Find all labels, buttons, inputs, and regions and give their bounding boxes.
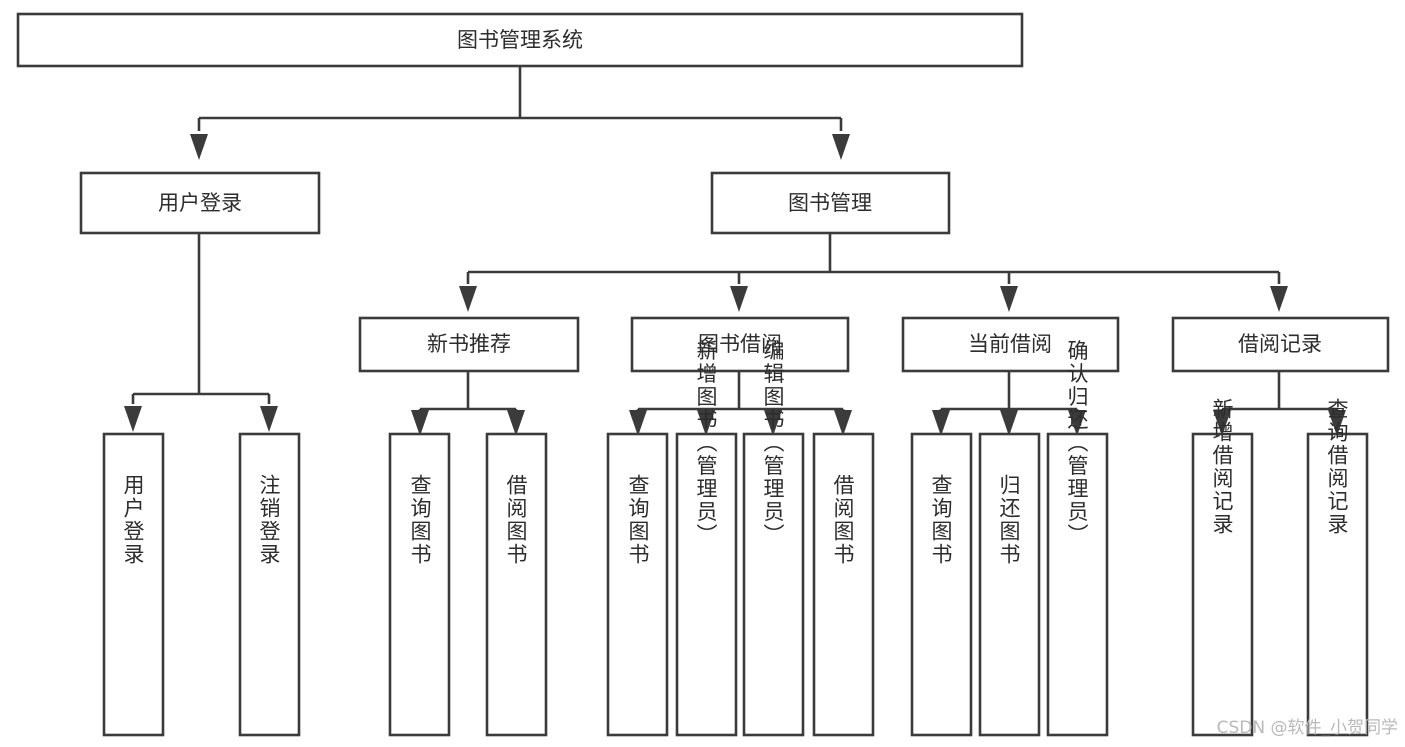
node-current-borrow[interactable]: 当前借阅 bbox=[901, 316, 1120, 373]
node-label-leaf-return-book: 归还图书 bbox=[997, 474, 1021, 566]
arrow-to-current-borrow bbox=[1000, 286, 1018, 312]
node-label-book-borrow: 图书借阅 bbox=[698, 332, 782, 356]
node-label-new-book-rec: 新书推荐 bbox=[427, 332, 511, 356]
node-label-user-login: 用户登录 bbox=[158, 191, 242, 215]
node-leaf-query-book-2[interactable]: 查询图书 bbox=[606, 432, 669, 737]
node-user-login[interactable]: 用户登录 bbox=[79, 171, 321, 235]
connector-new-book-rec-to-leaves bbox=[411, 371, 525, 436]
node-leaf-return-book[interactable]: 归还图书 bbox=[978, 432, 1041, 737]
node-leaf-edit-book[interactable]: 编辑图书（管理员） bbox=[742, 340, 805, 737]
node-label-root: 图书管理系统 bbox=[457, 28, 583, 52]
connector-root-to-level2 bbox=[190, 66, 850, 160]
connector-book-manage-to-level3 bbox=[459, 233, 1288, 312]
arrow-to-borrow-record bbox=[1270, 286, 1288, 312]
node-label-leaf-borrow-book-2: 借阅图书 bbox=[831, 474, 855, 566]
node-borrow-record[interactable]: 借阅记录 bbox=[1171, 316, 1390, 373]
node-leaf-query-book-3[interactable]: 查询图书 bbox=[910, 432, 973, 737]
node-label-leaf-logout-login: 注销登录 bbox=[257, 474, 281, 566]
node-label-borrow-record: 借阅记录 bbox=[1238, 332, 1322, 356]
node-label-leaf-confirm-return: 确认归还（管理员） bbox=[1065, 340, 1089, 547]
node-leaf-borrow-book-1[interactable]: 借阅图书 bbox=[485, 432, 548, 737]
node-label-leaf-query-book-2: 查询图书 bbox=[626, 474, 650, 566]
watermark-label: CSDN @软件_小贺同学 bbox=[1217, 718, 1398, 738]
connector-user-login-to-leaves bbox=[124, 233, 278, 432]
connector-borrow-record-to-leaves bbox=[1213, 371, 1346, 436]
arrow-to-leaf-user-login bbox=[124, 406, 142, 432]
node-root-book-management-system[interactable]: 图书管理系统 bbox=[16, 12, 1024, 68]
arrow-to-leaf-return-book bbox=[1000, 410, 1018, 436]
arrow-to-leaf-borrow-book-2 bbox=[834, 410, 852, 436]
node-label-leaf-user-login: 用户登录 bbox=[121, 474, 145, 566]
node-label-leaf-query-book-3: 查询图书 bbox=[929, 474, 953, 566]
node-label-current-borrow: 当前借阅 bbox=[968, 332, 1052, 356]
node-label-leaf-query-record: 查询借阅记录 bbox=[1325, 398, 1349, 536]
node-label-leaf-add-book: 新增图书（管理员） bbox=[694, 340, 718, 547]
node-label-leaf-add-record: 新增借阅记录 bbox=[1210, 398, 1234, 536]
node-leaf-logout-login[interactable]: 注销登录 bbox=[238, 432, 301, 737]
node-new-book-rec[interactable]: 新书推荐 bbox=[358, 316, 580, 373]
node-book-borrow[interactable]: 图书借阅 bbox=[630, 316, 850, 373]
node-leaf-user-login[interactable]: 用户登录 bbox=[102, 432, 165, 737]
node-leaf-add-record[interactable]: 新增借阅记录 bbox=[1191, 398, 1254, 737]
arrow-to-leaf-logout-login bbox=[260, 406, 278, 432]
arrow-to-leaf-query-book-1 bbox=[411, 410, 429, 436]
node-label-leaf-query-book-1: 查询图书 bbox=[408, 474, 432, 566]
node-leaf-query-record[interactable]: 查询借阅记录 bbox=[1306, 398, 1369, 737]
arrow-to-user-login bbox=[190, 134, 208, 160]
node-label-book-manage: 图书管理 bbox=[788, 191, 872, 215]
node-leaf-confirm-return[interactable]: 确认归还（管理员） bbox=[1046, 340, 1109, 737]
arrow-to-new-book-rec bbox=[459, 286, 477, 312]
node-leaf-add-book[interactable]: 新增图书（管理员） bbox=[675, 340, 738, 737]
arrow-to-book-borrow bbox=[730, 286, 748, 312]
node-leaf-borrow-book-2[interactable]: 借阅图书 bbox=[812, 432, 875, 737]
arrow-to-leaf-query-book-2 bbox=[629, 410, 647, 436]
arrow-to-leaf-query-book-3 bbox=[932, 410, 950, 436]
node-book-manage[interactable]: 图书管理 bbox=[710, 171, 951, 235]
node-leaf-query-book-1[interactable]: 查询图书 bbox=[388, 432, 451, 737]
connector-book-borrow-to-leaves bbox=[629, 371, 852, 436]
node-label-leaf-borrow-book-1: 借阅图书 bbox=[504, 474, 528, 566]
arrow-to-leaf-borrow-book-1 bbox=[507, 410, 525, 436]
connector-current-borrow-to-leaves bbox=[932, 371, 1086, 436]
node-label-leaf-edit-book: 编辑图书（管理员） bbox=[761, 340, 785, 547]
arrow-to-book-manage bbox=[832, 134, 850, 160]
